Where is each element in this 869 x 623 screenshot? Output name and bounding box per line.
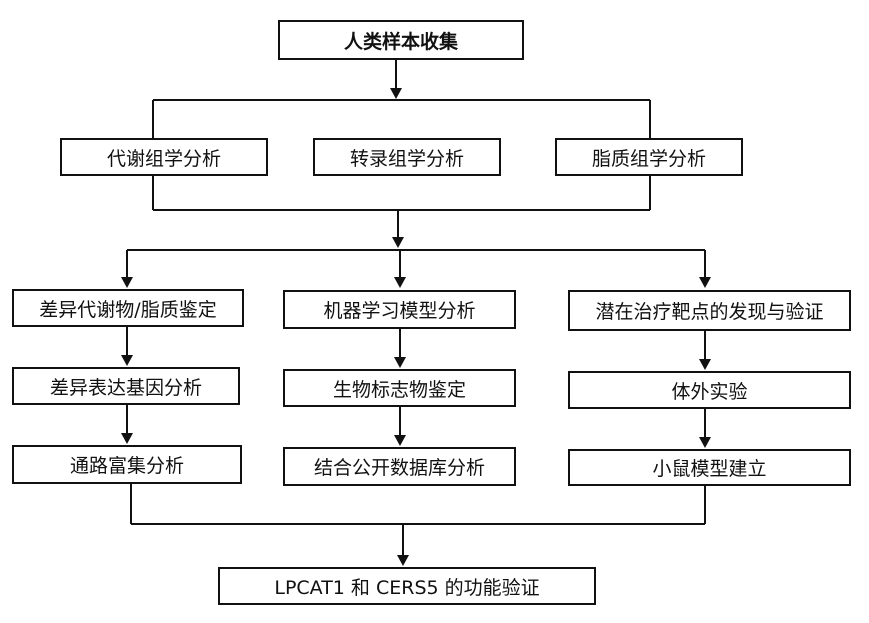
node-machine-learning: 机器学习模型分析 <box>283 290 516 329</box>
node-public-database: 结合公开数据库分析 <box>283 447 516 486</box>
node-differential-genes: 差异表达基因分析 <box>12 367 240 405</box>
node-in-vitro: 体外实验 <box>568 371 851 409</box>
node-pathway-enrichment: 通路富集分析 <box>12 445 242 484</box>
node-differential-metabolites: 差异代谢物/脂质鉴定 <box>12 289 244 327</box>
node-metabolomics: 代谢组学分析 <box>60 138 268 176</box>
node-sample-collection: 人类样本收集 <box>278 20 524 60</box>
node-biomarker-identification: 生物标志物鉴定 <box>283 369 516 407</box>
node-target-discovery: 潜在治疗靶点的发现与验证 <box>568 290 851 331</box>
node-mouse-model: 小鼠模型建立 <box>568 449 851 486</box>
node-transcriptomics: 转录组学分析 <box>313 138 501 176</box>
node-lipidomics: 脂质组学分析 <box>555 138 743 176</box>
node-functional-validation: LPCAT1 和 CERS5 的功能验证 <box>218 567 596 605</box>
